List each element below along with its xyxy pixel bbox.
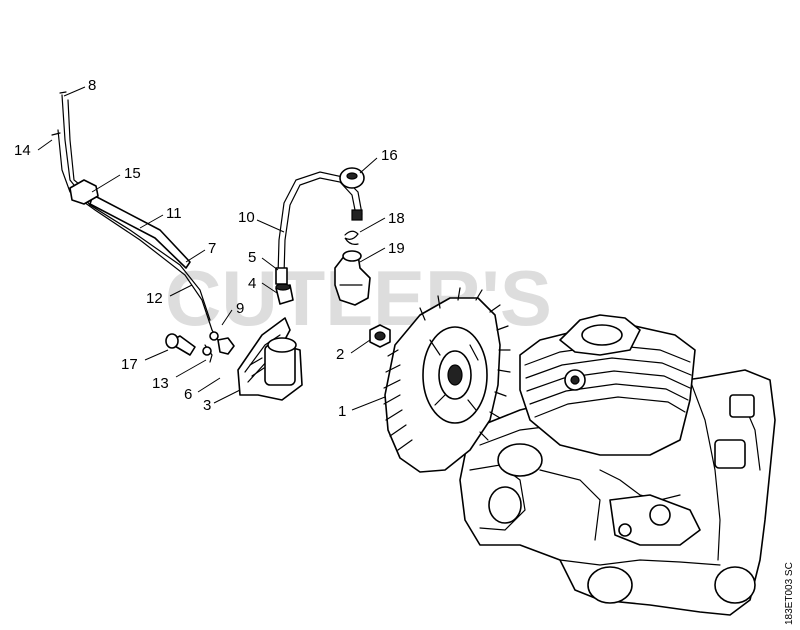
callout-9: 9 xyxy=(236,300,244,317)
callout-6: 6 xyxy=(184,386,192,403)
callout-14: 14 xyxy=(14,142,31,159)
callout-15: 15 xyxy=(124,165,141,182)
short-circuit-wires xyxy=(51,91,213,331)
callout-4: 4 xyxy=(248,275,256,292)
callout-10: 10 xyxy=(238,209,255,226)
sleeve xyxy=(275,283,294,305)
cylinder xyxy=(519,314,696,456)
callout-16: 16 xyxy=(381,147,398,164)
callout-labels: 8 14 15 11 7 12 9 17 13 6 3 10 5 4 2 1 1… xyxy=(14,77,405,420)
spark-plug-boot xyxy=(334,250,371,306)
callout-5: 5 xyxy=(248,249,256,266)
grommet xyxy=(339,167,365,189)
flywheel xyxy=(383,287,511,473)
callout-3: 3 xyxy=(203,397,211,414)
engine-housing xyxy=(459,369,776,616)
ignition-lead xyxy=(275,171,363,285)
leg-spring xyxy=(344,230,359,245)
callout-19: 19 xyxy=(388,240,405,257)
nut xyxy=(369,324,391,348)
callout-7: 7 xyxy=(208,240,216,257)
callout-1: 1 xyxy=(338,403,346,420)
reference-code: 183ET003 SC xyxy=(784,562,795,625)
callout-18: 18 xyxy=(388,210,405,227)
ground-terminal xyxy=(202,329,235,363)
callout-17: 17 xyxy=(121,356,138,373)
ignition-module xyxy=(237,317,303,401)
callout-12: 12 xyxy=(146,290,163,307)
callout-11: 11 xyxy=(166,205,182,222)
leader-lines xyxy=(37,86,386,411)
callout-13: 13 xyxy=(152,375,169,392)
callout-8: 8 xyxy=(88,77,96,94)
callout-2: 2 xyxy=(336,346,344,363)
screw xyxy=(165,333,196,356)
